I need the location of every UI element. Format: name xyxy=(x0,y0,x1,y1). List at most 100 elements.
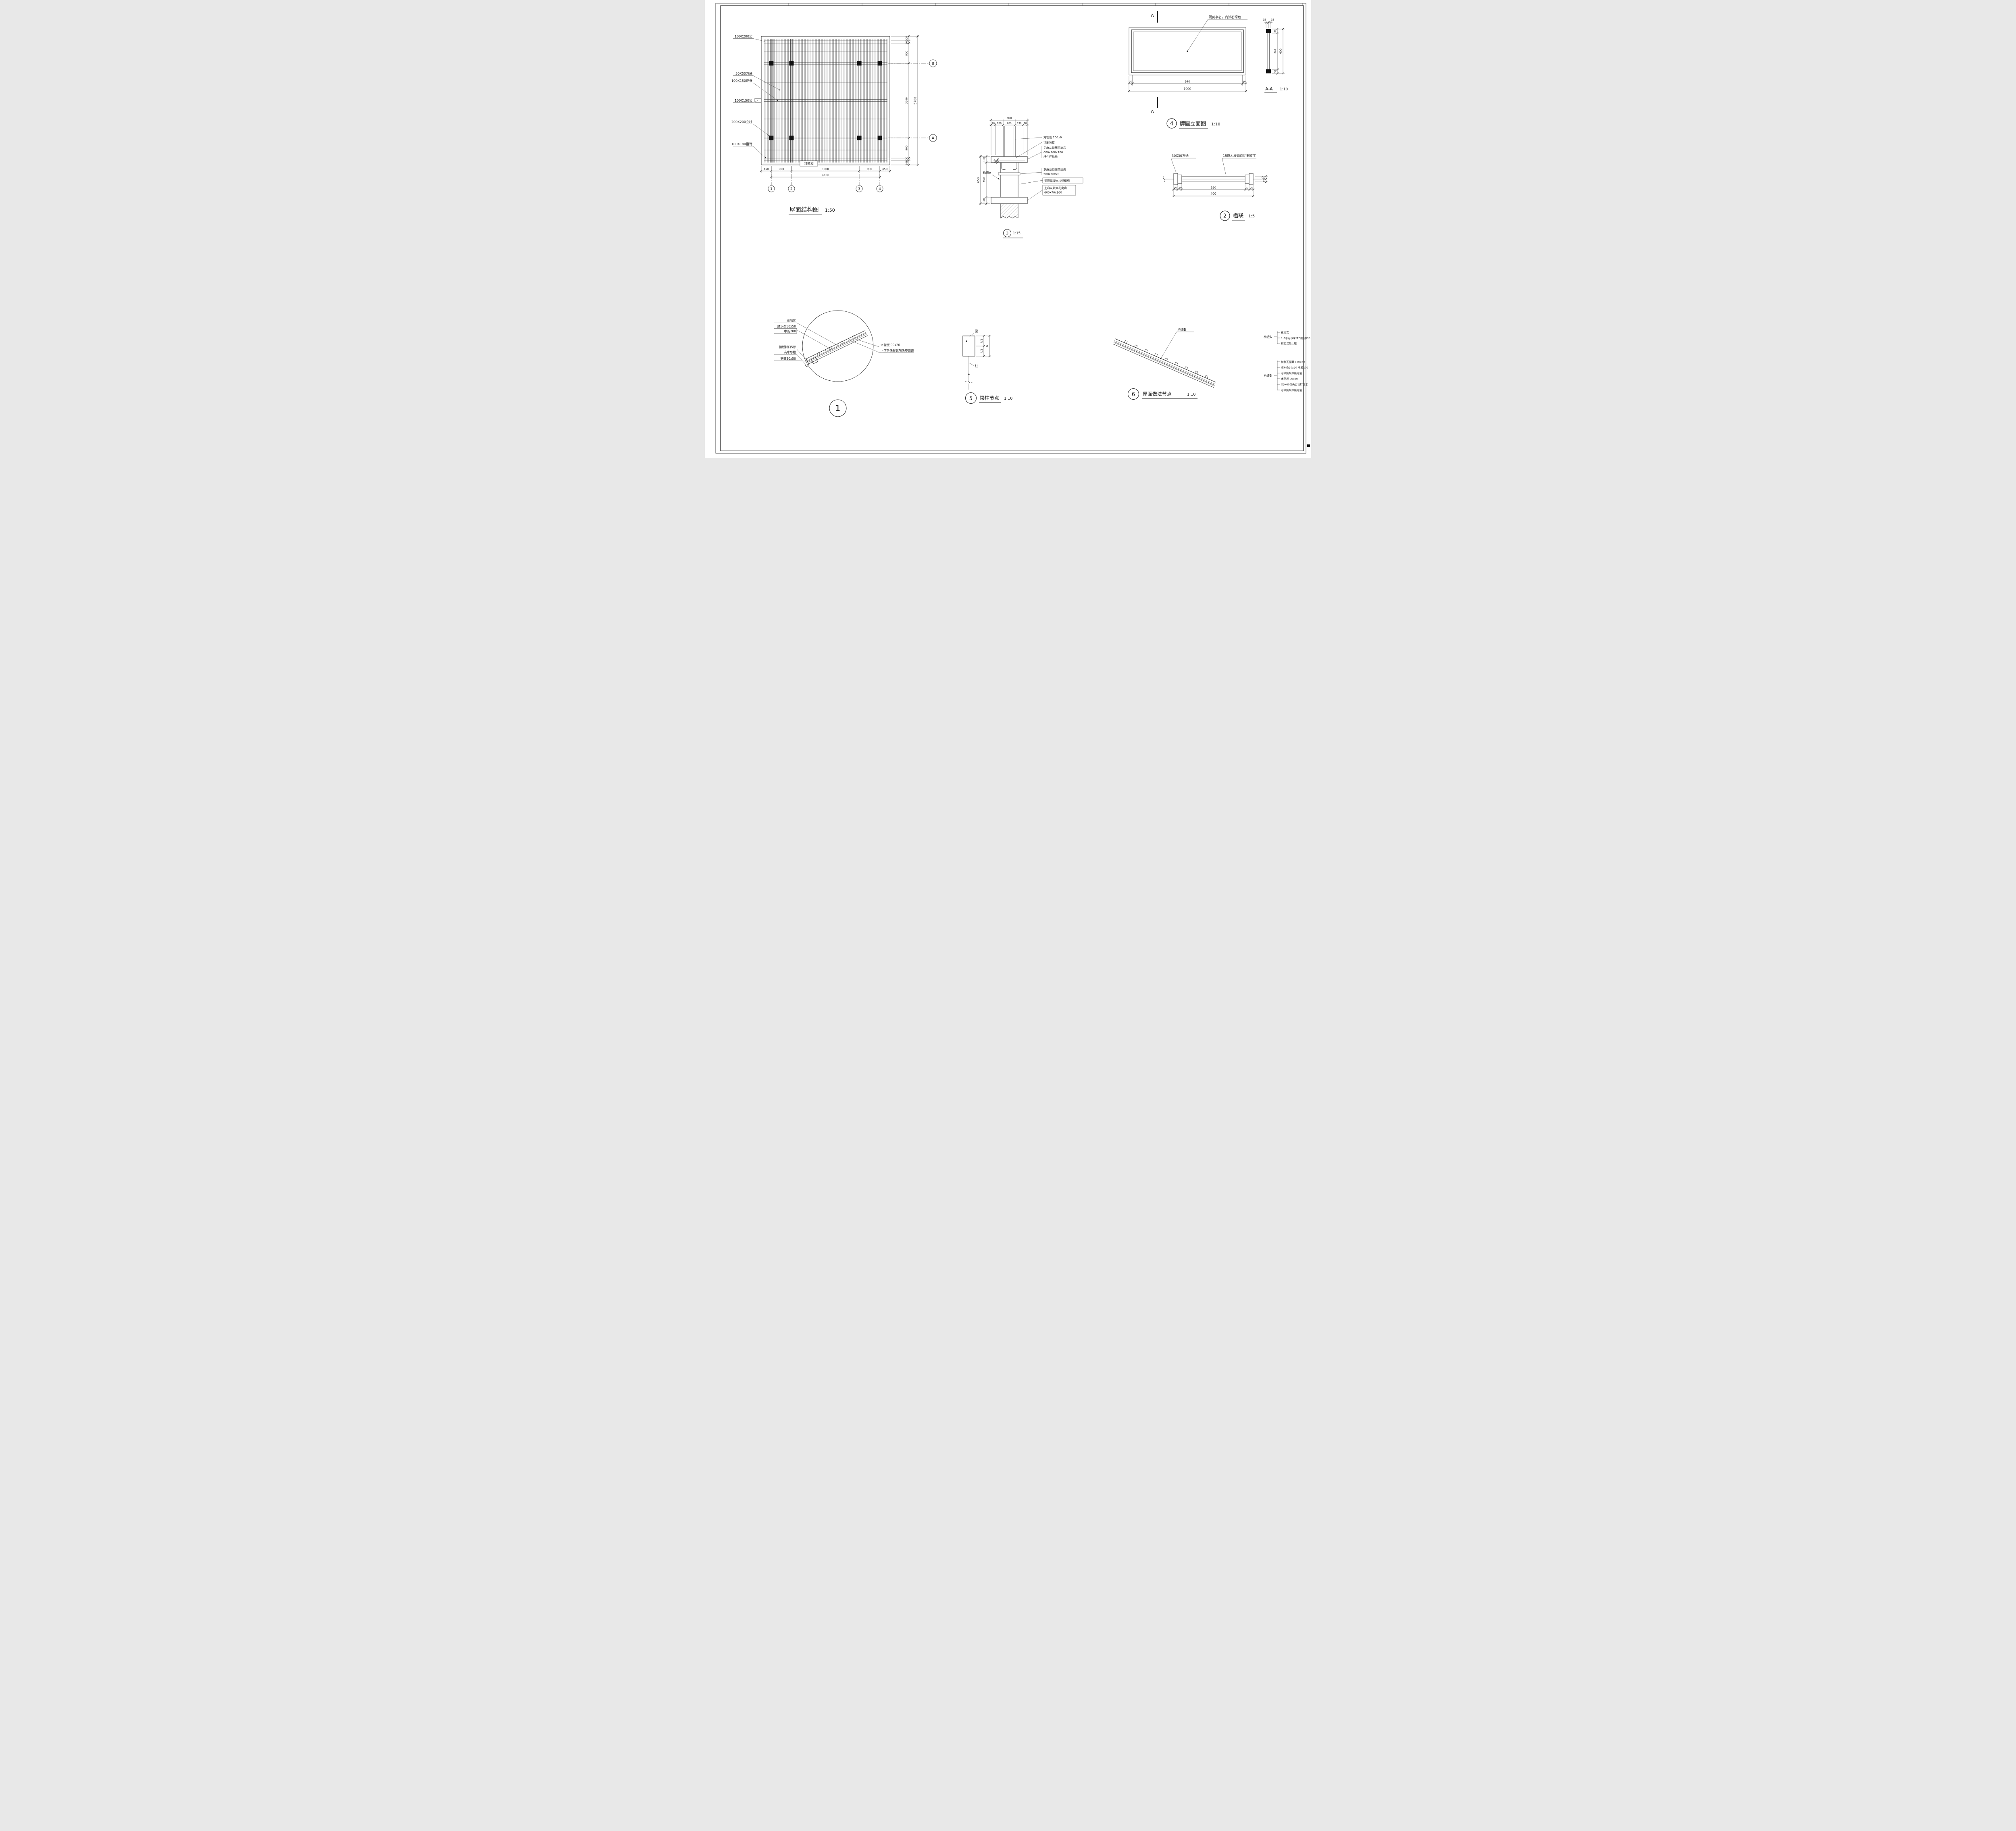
plaque-callout: 阴刻亭名，内涂石绿色 xyxy=(1209,15,1241,19)
tile-batten xyxy=(1195,371,1198,374)
dim-label: 100 xyxy=(905,157,908,162)
callout-label: 钢筋混凝土柱详结施 xyxy=(1044,179,1070,183)
note-a-title: 构造A xyxy=(1264,335,1272,339)
detail-title: 屋面做法节点 xyxy=(1143,391,1172,397)
note-item: Ø5x60沉头自攻钉固定 xyxy=(1281,383,1308,386)
detail-4-plaque: 阴刻亭名，内涂石绿色 A A 30 940 30 1000 4 牌匾立面图 1:… xyxy=(1127,11,1248,129)
axis-beams xyxy=(764,39,887,163)
batten-section xyxy=(840,341,844,344)
d3-right-callouts: 方钢管 200x6 钢制铰接 芝麻灰烧面花岗岩 600x200x100 埋件详结… xyxy=(1015,136,1083,201)
dim-label: 20 xyxy=(1174,187,1177,190)
detail-2-couplet: 30X30方通 15厚木板两面阴刻文字 15 15 20 20 320 20 2… xyxy=(1163,154,1268,221)
callout-label: 埋件详结施 xyxy=(1043,155,1058,158)
batten-section xyxy=(852,335,856,339)
callout-label: 钢制铰接 xyxy=(1043,141,1055,144)
detail-1-eave: 树脂瓦 顺水条50x50 中距200 钢板封口5厚 滴水导槽 钢管50x50 木… xyxy=(774,310,914,417)
detail-title: 牌匾立面图 xyxy=(1180,121,1206,127)
tile-batten xyxy=(1205,375,1208,379)
d3-geometry xyxy=(991,126,1028,219)
detail-number: 4 xyxy=(1170,121,1173,127)
purlin-lines xyxy=(764,51,887,150)
dim-label: h/2 xyxy=(980,349,983,353)
dim-label: 200 xyxy=(1007,122,1012,125)
dim-label: 940 xyxy=(1185,80,1190,83)
grid-bubble-label: B xyxy=(932,62,935,66)
ridge-beam-stub xyxy=(754,98,761,103)
fascia-label: 封檐板 xyxy=(804,162,814,166)
callout-label: 木望板 90x20 xyxy=(881,343,900,347)
callout-label: 钢板封口5厚 xyxy=(779,345,796,349)
tile-batten xyxy=(1164,357,1168,361)
tile-batten xyxy=(1144,349,1148,352)
dim-total: h xyxy=(986,345,989,347)
d1-layers xyxy=(806,330,868,364)
corner-mark xyxy=(1307,444,1310,447)
callout-label: 100X180垂脊 xyxy=(731,142,752,146)
tile-batten xyxy=(1134,344,1138,348)
callout-label: 30X30方通 xyxy=(1172,154,1189,158)
d1-left-callouts: 树脂瓦 顺水条50x50 中距200 钢板封口5厚 滴水导槽 钢管50x50 xyxy=(774,319,836,366)
detail-scale: 1:15 xyxy=(1013,231,1020,236)
callout-label: 600x200x100 xyxy=(1043,151,1063,154)
tile-batten xyxy=(1185,366,1188,370)
callout-label: 100X200梁 xyxy=(735,35,752,38)
tile-batten xyxy=(1154,353,1158,357)
dim-total: 400 xyxy=(1279,48,1283,54)
dim-total: 400 xyxy=(1210,192,1216,196)
steel-tube-section xyxy=(811,357,818,364)
dim-label: 20 xyxy=(1250,187,1253,190)
section-scale: 1:10 xyxy=(1280,88,1288,92)
ridge-lines xyxy=(764,99,887,102)
dim-label: 15 xyxy=(1263,179,1266,182)
dim-label: 20 xyxy=(1179,187,1182,190)
dim-label: 3300 xyxy=(905,97,908,104)
grid-bubble-label: 2 xyxy=(790,187,793,191)
callout-label: 600x70x100 xyxy=(1044,191,1062,194)
section-marks: A A xyxy=(1151,11,1158,114)
tile-batten xyxy=(1124,340,1128,344)
detail-number-bubble xyxy=(1127,388,1139,400)
section-mark-label: A xyxy=(1151,13,1154,18)
note-item: 涂聚氨酯涂膜两道 xyxy=(1281,388,1302,392)
dim-label: 450 xyxy=(764,168,769,171)
callout-label: 钢管50x50 xyxy=(780,357,796,361)
callout-label: 560x50x20 xyxy=(1043,173,1059,176)
leader-arrowhead xyxy=(997,178,1000,179)
columns xyxy=(769,61,882,140)
note-item: 1:3水泥砂浆结合层 厚30 xyxy=(1281,336,1310,340)
dim-label: 15 xyxy=(1263,176,1266,179)
callout-label: 上下各涂聚氨酯涂膜两道 xyxy=(881,348,914,352)
detail-number: 6 xyxy=(1132,392,1135,398)
break-mark xyxy=(965,381,973,383)
callout-label: 50X50方通 xyxy=(735,71,752,75)
callout-label: 100X150正脊 xyxy=(731,79,752,83)
dim-label: 15 xyxy=(1271,19,1274,21)
dim-label: 340 xyxy=(1274,49,1277,54)
dim-label: 70 xyxy=(1024,122,1027,125)
dim-label: 3000 xyxy=(822,168,829,171)
dim-label: 320 xyxy=(1211,186,1216,190)
detail-scale: 1:10 xyxy=(1187,392,1195,397)
callout-label: 15厚木板两面阴刻文字 xyxy=(1223,154,1256,158)
plan-right-dims: 200 100 900 3300 900 100 200 5700 xyxy=(891,35,919,167)
grid-bubble-label: A xyxy=(932,136,935,141)
detail-number: 2 xyxy=(1223,213,1227,219)
dim-label: 30 xyxy=(1274,29,1277,33)
dim-total: 1000 xyxy=(1183,87,1191,91)
callout-label: 方钢管 200x6 xyxy=(1043,136,1062,139)
callout-label: 芝麻灰烧面花岗岩 xyxy=(1043,146,1066,150)
detail-title: 楹联 xyxy=(1233,213,1243,219)
detail-title: 梁柱节点 xyxy=(980,395,999,401)
dim-label: 130 xyxy=(1017,122,1022,125)
roof-structure-plan: 100X200梁 50X50方通 100X150正脊 100X150梁 200X… xyxy=(731,35,937,215)
d3-left-dims: 100 350 100 650 20 30 xyxy=(977,155,1000,205)
dim-total: 5700 xyxy=(914,97,917,104)
grid-bubble-label: 3 xyxy=(858,187,860,191)
detail-number-bubble xyxy=(965,392,977,404)
callout-label: 滴水导槽 xyxy=(784,350,796,354)
callout-label: 芝麻灰烧面花岗岩 xyxy=(1043,168,1066,171)
grid-bubbles: 1 2 3 4 B A xyxy=(768,59,937,192)
detail-number-bubble xyxy=(829,399,847,417)
dim-label: 100 xyxy=(983,198,986,203)
dim-label: 20 xyxy=(995,159,997,161)
